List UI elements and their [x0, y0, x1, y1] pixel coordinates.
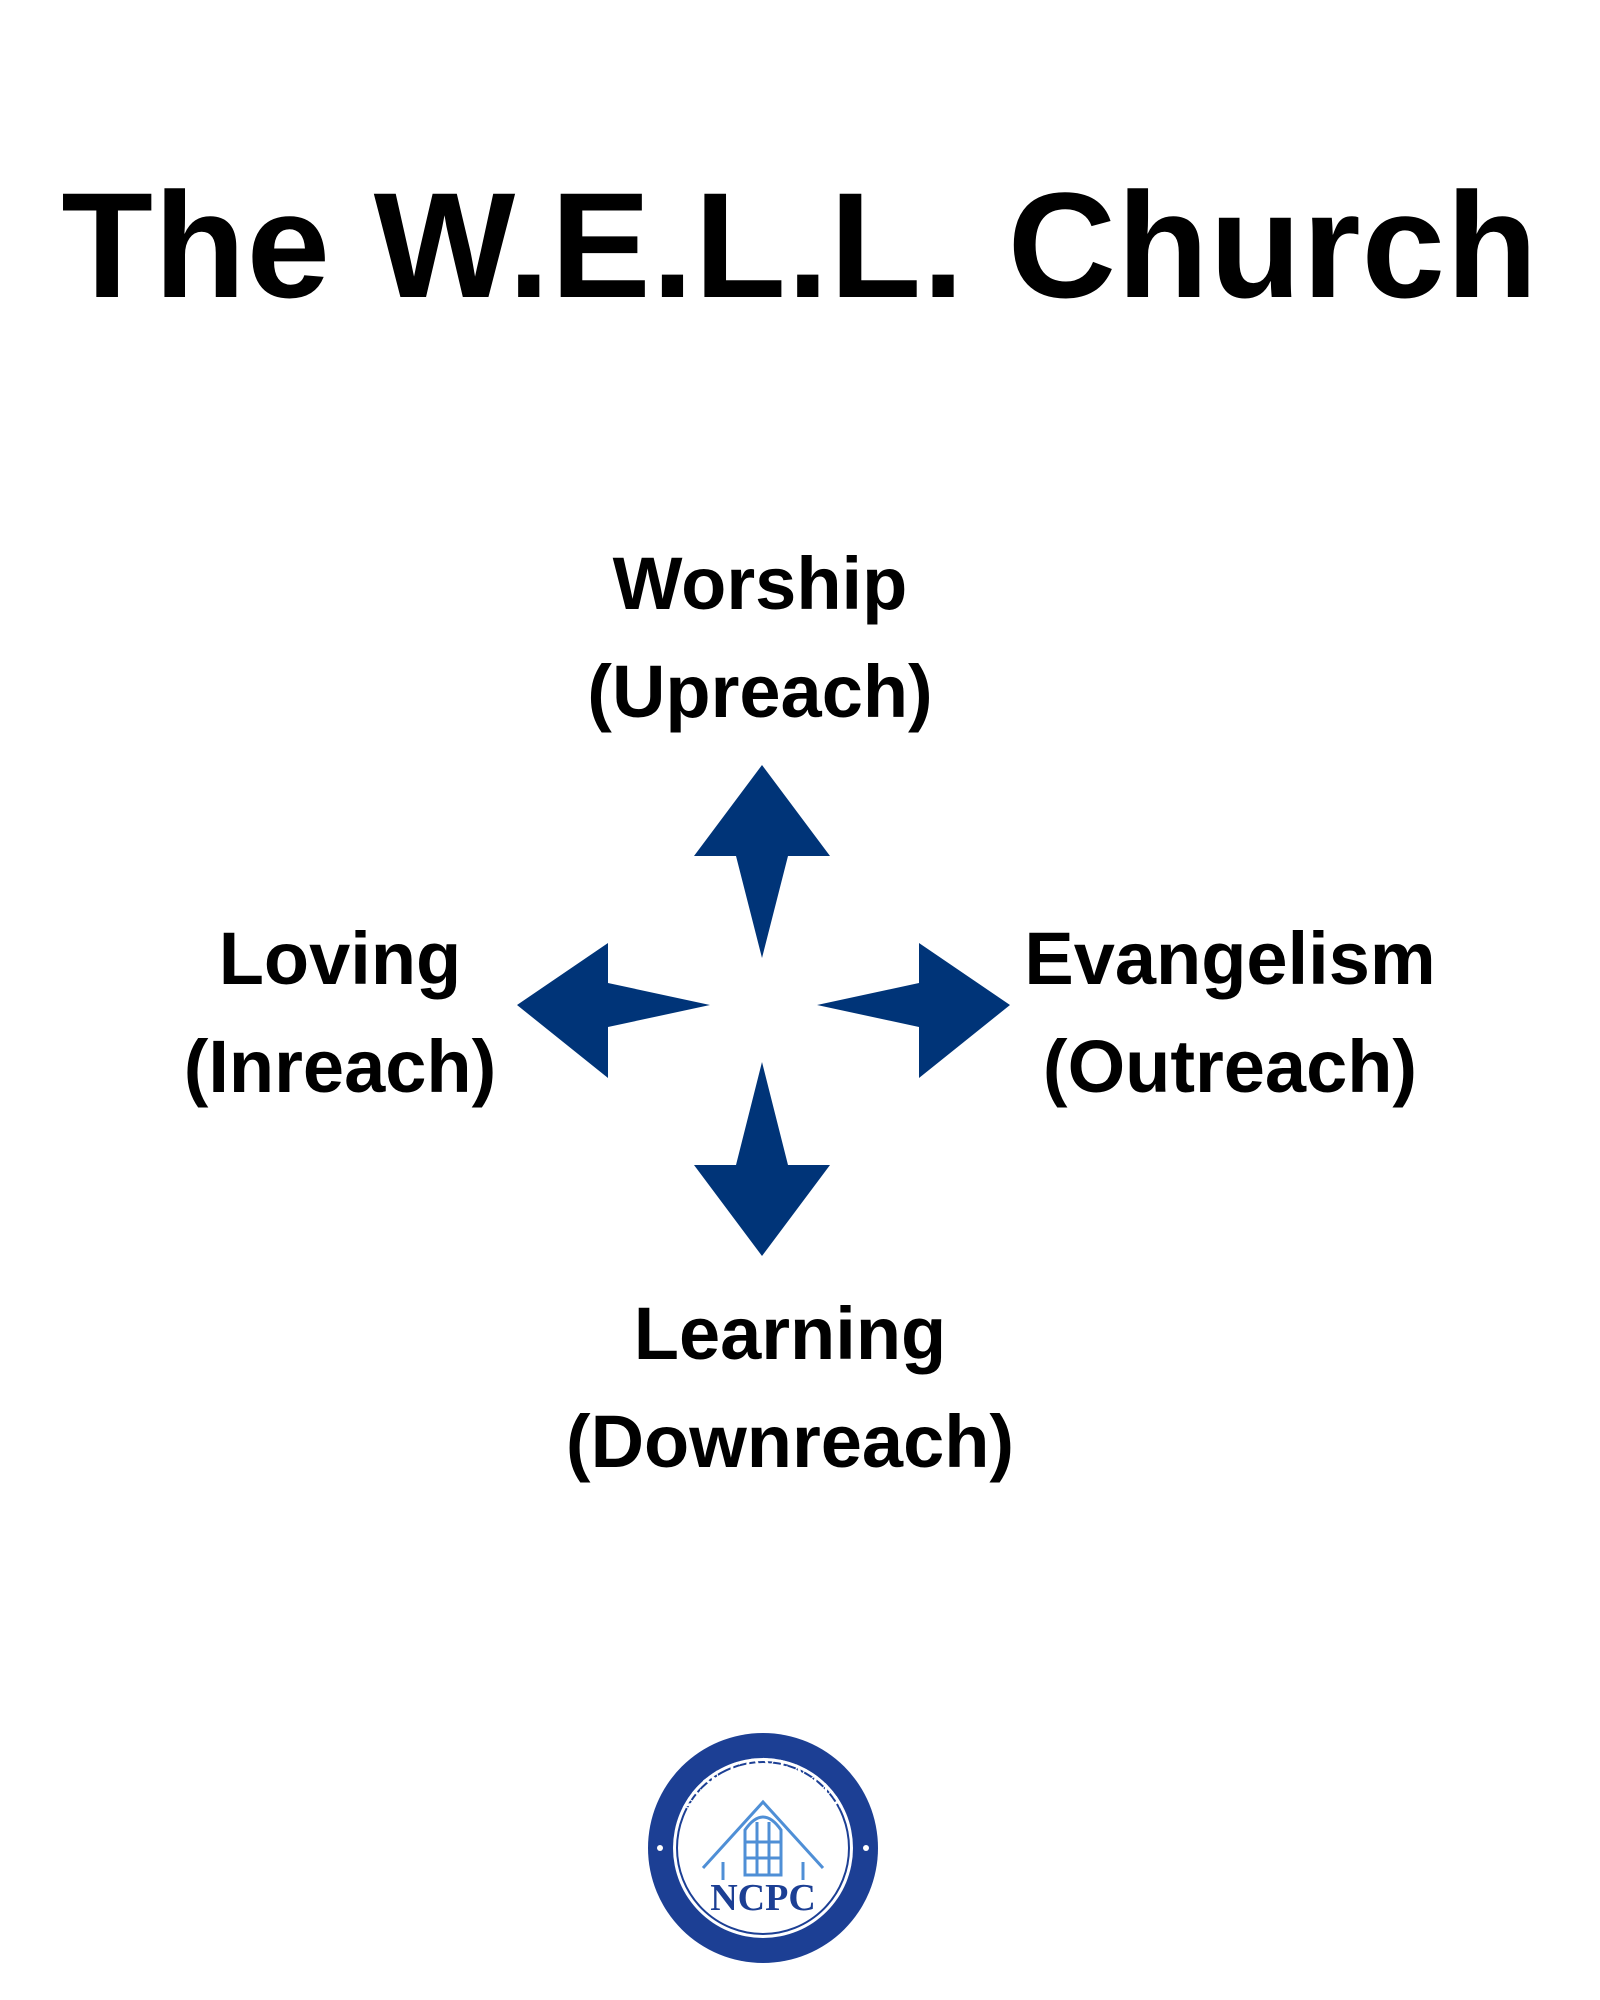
evangelism-name: Evangelism — [1024, 917, 1436, 1000]
left-arrow — [517, 943, 710, 1078]
loving-name: Loving — [218, 917, 462, 1000]
upreach-text: (Upreach) — [587, 650, 933, 733]
page-title: The W.E.L.L. Church — [61, 161, 1539, 329]
right-arrow — [817, 943, 1010, 1078]
worship-name: Worship — [612, 542, 908, 625]
church-icon — [701, 1799, 825, 1880]
outreach-text: (Outreach) — [1042, 1025, 1418, 1108]
loving-label: Loving (Inreach) — [140, 905, 540, 1121]
ncpc-logo: NEW COVENANT PRESBYTERIAN NCPC — [648, 1733, 878, 1963]
up-arrow — [694, 765, 830, 958]
logo-white-ring — [673, 1758, 853, 1938]
evangelism-label: Evangelism (Outreach) — [1000, 905, 1460, 1121]
logo-center-text: NCPC — [710, 1877, 816, 1919]
down-arrow — [694, 1062, 830, 1256]
learning-name: Learning — [633, 1292, 947, 1375]
logo-dot-left — [657, 1845, 663, 1851]
downreach-text: (Downreach) — [565, 1400, 1015, 1483]
logo-inner-ring — [676, 1761, 850, 1935]
inreach-text: (Inreach) — [183, 1025, 497, 1108]
worship-label: Worship (Upreach) — [560, 530, 960, 746]
learning-label: Learning (Downreach) — [530, 1280, 1050, 1496]
logo-dot-right — [863, 1845, 869, 1851]
